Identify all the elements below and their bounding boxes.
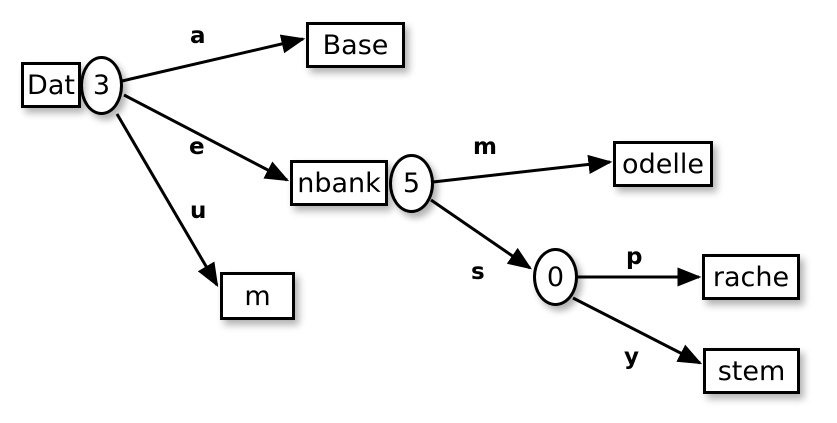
edge-e-s: [430, 198, 532, 270]
node-label-odelle: odelle: [622, 148, 704, 180]
edge-label-e-y: y: [624, 344, 639, 370]
node-stem[interactable]: stem: [703, 348, 800, 394]
node-label-stem: stem: [717, 355, 786, 387]
edge-label-e-u: u: [190, 198, 207, 224]
node-m[interactable]: m: [220, 272, 295, 320]
edge-label-e-s: s: [471, 259, 485, 285]
node-rache[interactable]: rache: [702, 254, 800, 300]
node-n0[interactable]: 0: [533, 248, 578, 306]
edge-e-e: [123, 93, 290, 182]
node-label-n3: 3: [92, 70, 111, 101]
node-label-n5: 5: [402, 168, 421, 199]
edge-lines: [115, 34, 703, 365]
edge-e-m: [432, 154, 613, 184]
edge-e-u: [115, 113, 219, 288]
edge-label-e-p: p: [626, 244, 643, 270]
node-label-dat: Dat: [27, 69, 75, 101]
edge-label-e-a: a: [190, 23, 206, 49]
node-label-m: m: [244, 280, 271, 312]
node-nbank[interactable]: nbank: [290, 160, 388, 206]
node-n5[interactable]: 5: [389, 154, 434, 213]
edge-e-a: [121, 34, 306, 83]
node-dat[interactable]: Dat: [21, 62, 81, 108]
node-label-nbank: nbank: [297, 167, 381, 199]
edge-label-e-m: m: [473, 134, 497, 160]
edge-label-e-e: e: [189, 134, 205, 160]
node-base[interactable]: Base: [306, 22, 405, 68]
node-n3[interactable]: 3: [80, 56, 123, 115]
edge-e-y: [572, 296, 703, 365]
node-label-rache: rache: [712, 261, 790, 293]
node-odelle[interactable]: odelle: [613, 141, 713, 187]
node-label-base: Base: [322, 29, 389, 61]
node-label-n0: 0: [546, 261, 565, 293]
